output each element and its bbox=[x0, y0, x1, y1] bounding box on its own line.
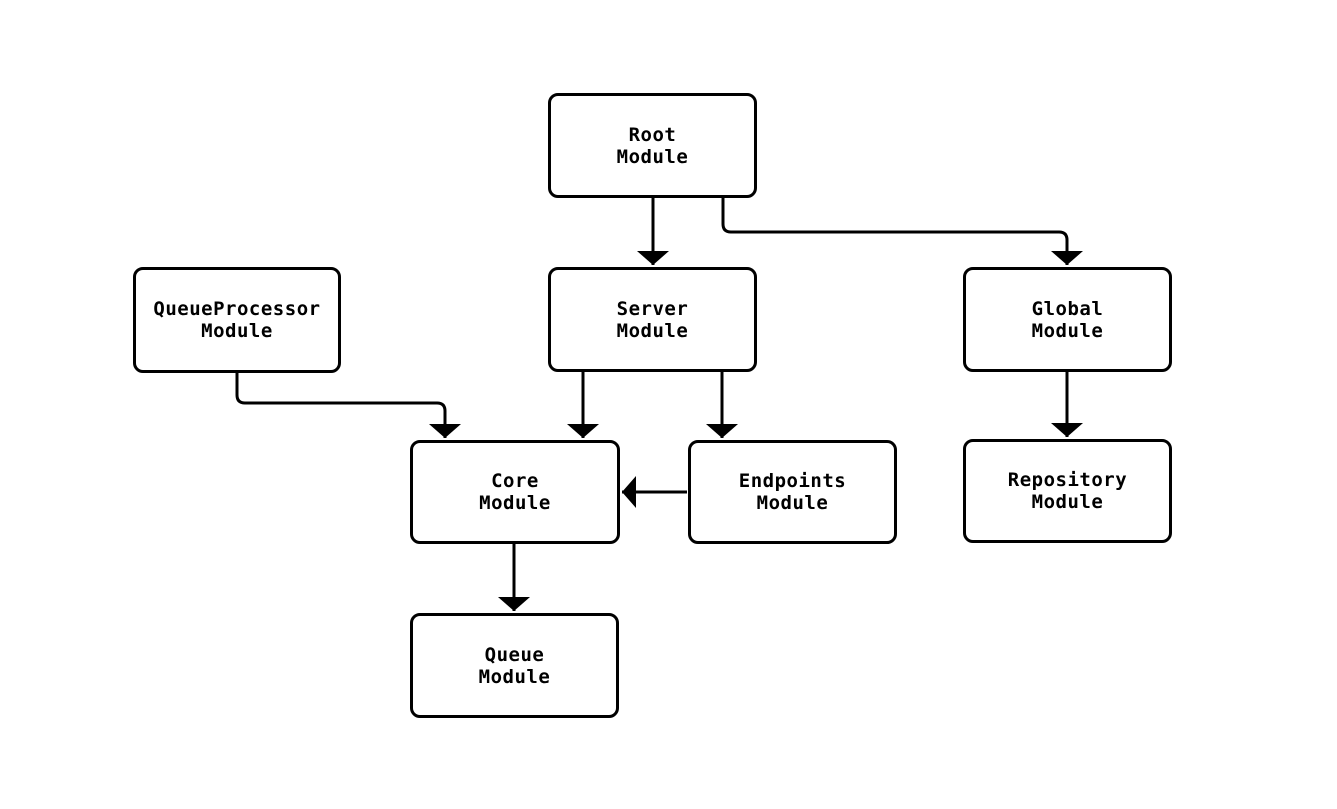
node-server-module: Server Module bbox=[548, 267, 757, 372]
node-queueprocessor-module: QueueProcessor Module bbox=[133, 267, 341, 373]
node-queue-module-label: Queue Module bbox=[478, 643, 551, 688]
node-core-module: Core Module bbox=[410, 440, 620, 544]
node-queueprocessor-module-label: QueueProcessor Module bbox=[153, 298, 321, 342]
node-repository-module-label: Repository Module bbox=[1007, 469, 1128, 513]
node-endpoints-module-label: Endpoints Module bbox=[738, 470, 847, 514]
node-endpoints-module: Endpoints Module bbox=[688, 440, 897, 544]
edge-queueprocessor-to-core bbox=[235, 373, 461, 438]
node-repository-module: Repository Module bbox=[963, 439, 1172, 543]
edge-root-to-global bbox=[721, 198, 1083, 265]
node-core-module-label: Core Module bbox=[479, 470, 551, 514]
node-global-module: Global Module bbox=[963, 267, 1172, 372]
node-root-module: Root Module bbox=[548, 93, 757, 198]
node-server-module-label: Server Module bbox=[616, 297, 689, 342]
node-root-module-label: Root Module bbox=[616, 123, 689, 168]
node-global-module-label: Global Module bbox=[1031, 297, 1104, 342]
node-queue-module: Queue Module bbox=[410, 613, 619, 718]
